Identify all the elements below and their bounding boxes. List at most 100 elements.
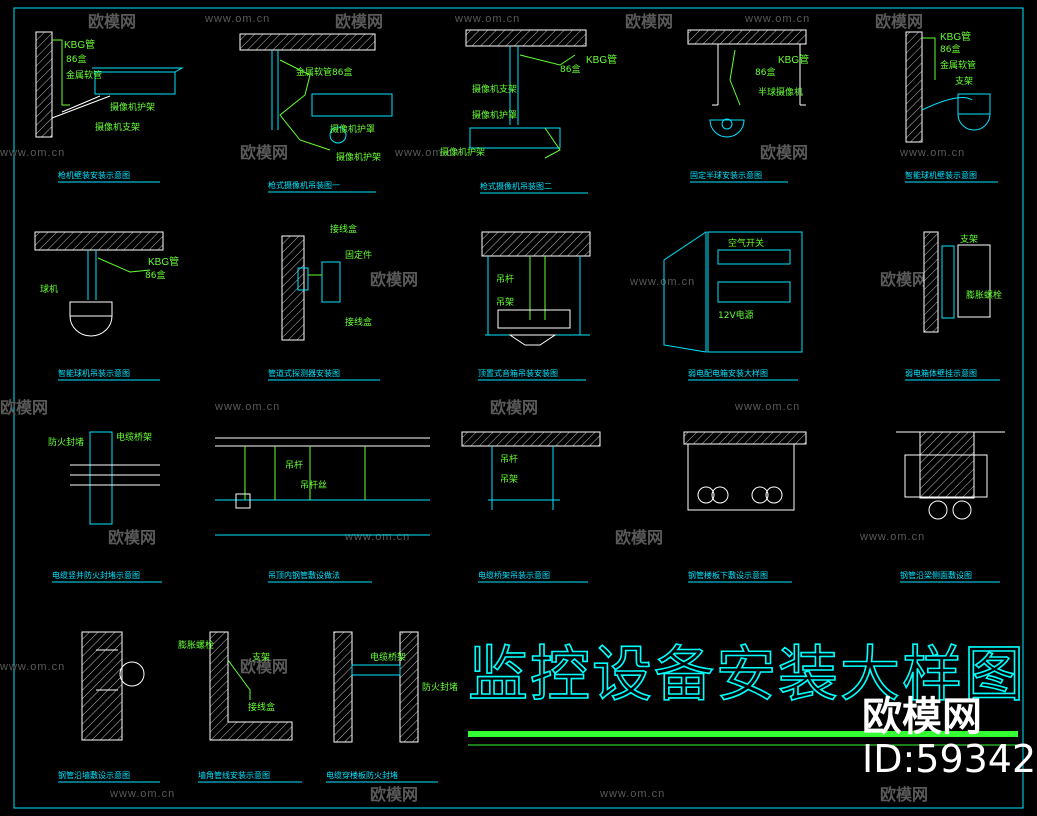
watermark-url: www.om.cn xyxy=(859,531,925,543)
caption: 电缆桥架吊装示意图 xyxy=(478,570,550,580)
detail-pipe-on-wall xyxy=(81,631,145,741)
caption: 吊顶内钢管敷设做法 xyxy=(268,570,340,580)
watermark-url: www.om.cn xyxy=(744,13,810,25)
watermark-url: www.om.cn xyxy=(629,276,695,288)
watermark-url: www.om.cn xyxy=(0,147,65,159)
svg-text:支架: 支架 xyxy=(960,233,978,245)
svg-text:摄像机支架: 摄像机支架 xyxy=(472,83,517,95)
detail-duct-detector: 接线盒 固定件 接线盒 xyxy=(281,223,372,341)
svg-text:电缆桥架: 电缆桥架 xyxy=(370,651,406,663)
detail-corner-pipe: 膨胀螺栓 支架 接线盒 xyxy=(178,631,293,741)
svg-text:86盒: 86盒 xyxy=(145,269,165,281)
logo-brand: 欧模网 xyxy=(862,694,982,740)
svg-text:摄像机护架: 摄像机护架 xyxy=(110,101,155,113)
caption: 顶置式音箱吊装安装图 xyxy=(478,368,558,378)
svg-text:摄像机护罩: 摄像机护罩 xyxy=(330,123,375,135)
caption: 钢管沿梁侧面敷设图 xyxy=(900,570,972,580)
watermark-brand: 欧模网 xyxy=(615,528,663,547)
caption: 管道式探测器安装图 xyxy=(268,368,340,378)
svg-text:电缆桥架: 电缆桥架 xyxy=(116,431,152,443)
svg-text:防火封堵: 防火封堵 xyxy=(422,681,458,693)
watermark-brand: 欧模网 xyxy=(240,143,288,162)
watermark-brand: 欧模网 xyxy=(335,12,383,31)
watermark-brand: 欧模网 xyxy=(370,785,418,804)
svg-text:摄像机护罩: 摄像机护罩 xyxy=(472,109,517,121)
svg-text:金属软管: 金属软管 xyxy=(66,69,102,81)
svg-text:防火封堵: 防火封堵 xyxy=(48,436,84,448)
svg-text:KBG管: KBG管 xyxy=(940,30,971,43)
svg-text:膨胀螺栓: 膨胀螺栓 xyxy=(966,289,1002,301)
svg-text:86盒: 86盒 xyxy=(560,63,580,75)
watermark-brand: 欧模网 xyxy=(240,657,288,676)
detail-pipe-beam-side xyxy=(896,431,1005,520)
watermark-brand: 欧模网 xyxy=(0,398,48,417)
detail-ceiling-speaker: 吊杆 吊架 xyxy=(481,231,591,346)
watermark-url: www.om.cn xyxy=(454,13,520,25)
caption: 墙角管线安装示意图 xyxy=(198,770,270,780)
svg-text:金属软管: 金属软管 xyxy=(296,66,332,78)
watermark-url: www.om.cn xyxy=(394,147,460,159)
watermark-brand: 欧模网 xyxy=(490,398,538,417)
svg-text:摄像机支架: 摄像机支架 xyxy=(95,121,140,133)
svg-text:86盒: 86盒 xyxy=(940,43,960,55)
watermark-url: www.om.cn xyxy=(899,147,965,159)
watermark-url: www.om.cn xyxy=(214,401,280,413)
caption: 枪式摄像机吊装图一 xyxy=(268,180,340,190)
detail-ceiling-gun-camera-2: KBG管 86盒 摄像机支架 摄像机护罩 摄像机护架 xyxy=(440,29,617,159)
watermark-brand: 欧模网 xyxy=(108,528,156,547)
watermark-brand: 欧模网 xyxy=(88,12,136,31)
detail-wall-gun-camera: KBG管 86盒 金属软管 摄像机护架 摄像机支架 xyxy=(35,31,184,138)
svg-text:膨胀螺栓: 膨胀螺栓 xyxy=(178,639,214,651)
detail-pipe-below-slab xyxy=(683,431,807,511)
svg-text:吊杆: 吊杆 xyxy=(285,459,303,471)
svg-text:KBG管: KBG管 xyxy=(64,38,95,51)
svg-text:KBG管: KBG管 xyxy=(778,53,809,66)
watermarks: 欧模网 www.om.cn 欧模网 www.om.cn 欧模网 www.om.c… xyxy=(0,12,965,804)
watermark-url: www.om.cn xyxy=(734,401,800,413)
caption: 枪机壁装安装示意图 xyxy=(58,170,130,180)
svg-text:KBG管: KBG管 xyxy=(148,255,179,268)
watermark-brand: 欧模网 xyxy=(875,12,923,31)
caption: 电缆竖井防火封堵示意图 xyxy=(52,570,140,580)
svg-text:12V电源: 12V电源 xyxy=(718,309,754,321)
svg-text:吊杆丝: 吊杆丝 xyxy=(300,479,327,491)
svg-text:吊架: 吊架 xyxy=(500,474,518,485)
drawing-title: 监控设备安装大样图 xyxy=(468,640,1026,710)
watermark-url: www.om.cn xyxy=(0,661,65,673)
detail-wall-box: 支架 膨胀螺栓 xyxy=(923,231,1002,333)
logo-id: ID:593421 xyxy=(862,737,1037,781)
svg-text:球机: 球机 xyxy=(40,283,58,295)
caption: 智能球机吊装示意图 xyxy=(58,368,130,378)
detail-distribution-box: 空气开关 12V电源 xyxy=(663,231,803,353)
detail-smart-ball-ceiling: KBG管 86盒 球机 xyxy=(34,231,179,337)
watermark-url: www.om.cn xyxy=(109,788,175,800)
svg-text:吊杆: 吊杆 xyxy=(500,453,518,465)
svg-text:支架: 支架 xyxy=(955,75,973,87)
caption: 电缆穿楼板防火封堵 xyxy=(326,770,398,780)
svg-text:接线盒: 接线盒 xyxy=(330,223,357,235)
svg-text:接线盒: 接线盒 xyxy=(345,316,372,328)
watermark-brand: 欧模网 xyxy=(880,270,928,289)
svg-text:空气开关: 空气开关 xyxy=(728,237,764,249)
svg-text:接线盒: 接线盒 xyxy=(248,701,275,713)
detail-smart-ball-wall: KBG管 86盒 金属软管 支架 xyxy=(905,30,991,143)
watermark-url: www.om.cn xyxy=(204,13,270,25)
caption: 弱电配电箱安装大样图 xyxy=(688,368,768,378)
detail-ceiling-pipe: 吊杆 吊杆丝 xyxy=(215,437,430,536)
detail-ceiling-gun-camera-1: 金属软管 86盒 摄像机护罩 摄像机护架 xyxy=(239,33,393,163)
svg-text:半球摄像机: 半球摄像机 xyxy=(758,86,803,98)
watermark-brand: 欧模网 xyxy=(880,785,928,804)
watermark-url: www.om.cn xyxy=(599,788,665,800)
svg-text:86盒: 86盒 xyxy=(66,53,86,65)
detail-shaft-fire-seal: 防火封堵 电缆桥架 xyxy=(48,431,160,525)
watermark-url: www.om.cn xyxy=(344,531,410,543)
svg-text:摄像机护架: 摄像机护架 xyxy=(440,146,485,158)
watermark-brand: 欧模网 xyxy=(625,12,673,31)
svg-text:吊杆: 吊杆 xyxy=(496,273,514,285)
svg-text:86盒: 86盒 xyxy=(755,66,775,78)
detail-half-ball-camera: KBG管 86盒 半球摄像机 xyxy=(687,29,809,138)
caption: 钢管楼板下敷设示意图 xyxy=(688,570,768,580)
caption: 固定半球安装示意图 xyxy=(690,170,762,180)
svg-text:支架: 支架 xyxy=(252,651,270,663)
